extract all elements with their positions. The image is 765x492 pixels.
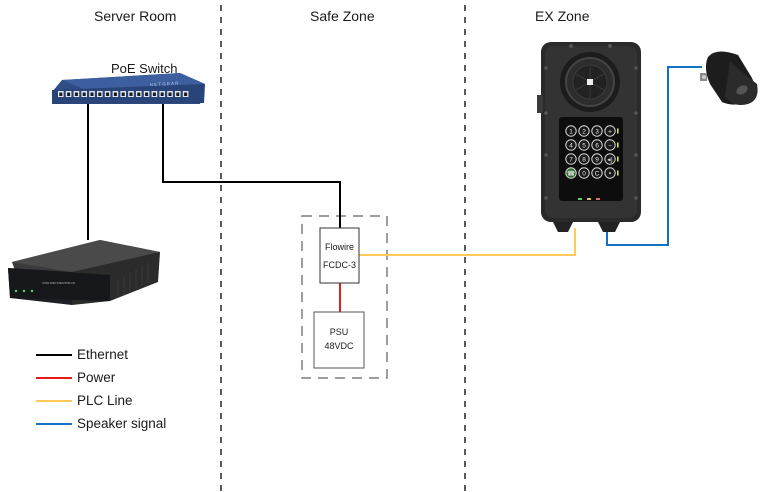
keypad-key[interactable]	[578, 153, 590, 165]
psu-label-line2: 48VDC	[324, 341, 354, 351]
keypad-led	[617, 128, 619, 134]
flowire-label-line2: FCDC-3	[323, 260, 356, 270]
zone-title-ex-zone: EX Zone	[535, 8, 590, 24]
legend-swatch-plc-line	[36, 399, 72, 402]
switch-port-socket	[90, 92, 94, 96]
psu-label-line1: PSU	[329, 327, 349, 337]
switch-port-socket	[176, 92, 180, 96]
switch-port-socket	[67, 92, 71, 96]
switch-brand-text: NETGEAR	[150, 80, 180, 87]
keypad-key[interactable]	[578, 167, 590, 179]
flowire-label-line1: Flowire	[324, 242, 354, 252]
legend-swatch-speaker-signal	[36, 422, 72, 425]
legend-item-power: Power	[36, 366, 166, 389]
speaker-cable-intercom-to-horn	[606, 66, 702, 246]
keypad-key-label: 0	[582, 170, 586, 177]
keypad-led	[617, 156, 619, 162]
keypad-key[interactable]	[604, 125, 616, 137]
legend-swatch-ethernet	[36, 353, 72, 356]
keypad-key-label: ◂)	[607, 156, 612, 163]
zone-title-safe-zone: Safe Zone	[310, 8, 375, 24]
keypad-key[interactable]	[591, 153, 603, 165]
switch-port-socket	[145, 92, 149, 96]
legend: Ethernet Power PLC Line Speaker signal	[36, 343, 166, 435]
switch-port-socket	[168, 92, 172, 96]
legend-label-speaker-signal: Speaker signal	[77, 416, 167, 431]
keypad-led	[617, 142, 619, 148]
switch-port-socket	[98, 92, 102, 96]
legend-item-plc-line: PLC Line	[36, 389, 166, 412]
zone-title-server-room: Server Room	[94, 8, 177, 24]
keypad-key-label: C	[595, 170, 600, 177]
keypad-key[interactable]	[591, 125, 603, 137]
keypad-key[interactable]	[591, 139, 603, 151]
keypad-key[interactable]	[604, 167, 616, 179]
keypad-key[interactable]	[565, 139, 577, 151]
keypad-key-label: −	[608, 142, 612, 149]
switch-port-socket	[113, 92, 117, 96]
keypad-key-label: 9	[595, 156, 599, 163]
legend-label-ethernet: Ethernet	[77, 347, 129, 362]
keypad-key-label: 8	[582, 156, 586, 163]
keypad-key-label: 2	[582, 128, 586, 135]
intercom-keypad-panel	[559, 117, 623, 201]
switch-port-socket	[59, 92, 63, 96]
keypad-key[interactable]	[604, 139, 616, 151]
plc-line-flowire-to-intercom	[359, 228, 576, 256]
keypad-led	[617, 170, 619, 176]
keypad-key[interactable]	[565, 125, 577, 137]
keypad-key-label: ☎	[567, 169, 576, 177]
horn-speaker-icon[interactable]	[700, 51, 758, 105]
legend-label-power: Power	[77, 370, 116, 385]
psu-48vdc-box[interactable]	[313, 311, 365, 369]
ethernet-cable-switch-to-flowire	[162, 100, 341, 228]
legend-item-speaker-signal: Speaker signal	[36, 412, 166, 435]
switch-port-socket	[129, 92, 133, 96]
switch-port-socket	[74, 92, 78, 96]
keypad-key-label: 7	[569, 156, 573, 163]
keypad-key-label: 3	[595, 128, 599, 135]
switch-port-socket	[82, 92, 86, 96]
keypad-key-label: +	[608, 128, 612, 135]
flowire-fcdc3-box[interactable]	[319, 227, 360, 284]
keypad-key[interactable]	[565, 167, 577, 179]
keypad-key[interactable]	[591, 167, 603, 179]
switch-port-socket	[121, 92, 125, 96]
keypad-key[interactable]	[578, 125, 590, 137]
ex-intercom-station-icon[interactable]: 1 2 3 +4 5 6 − 7 8 9 ◂) ☎ 0 C •	[537, 42, 641, 232]
intercom-server-icon[interactable]: VINGTOR STENTOFON	[8, 240, 160, 305]
switch-port-socket	[152, 92, 156, 96]
keypad-key-label: 5	[582, 142, 586, 149]
legend-swatch-power	[36, 376, 72, 379]
switch-port-socket	[137, 92, 141, 96]
legend-item-ethernet: Ethernet	[36, 343, 166, 366]
keypad-key-label: 1	[569, 128, 573, 135]
legend-label-plc-line: PLC Line	[77, 393, 133, 408]
keypad-key[interactable]	[578, 139, 590, 151]
poe-switch-label: PoE Switch	[111, 61, 178, 76]
poe-switch-icon[interactable]: NETGEAR	[52, 73, 205, 104]
switch-port-socket	[184, 92, 188, 96]
switch-port-socket	[160, 92, 164, 96]
keypad-key-label: 6	[595, 142, 599, 149]
switch-port-socket	[106, 92, 110, 96]
keypad-key[interactable]	[565, 153, 577, 165]
safe-zone-enclosure	[301, 215, 388, 379]
keypad-key-label: •	[609, 170, 612, 177]
keypad-key[interactable]	[604, 153, 616, 165]
svg-text:VINGTOR STENTOFON: VINGTOR STENTOFON	[42, 281, 75, 285]
keypad-key-label: 4	[569, 142, 573, 149]
